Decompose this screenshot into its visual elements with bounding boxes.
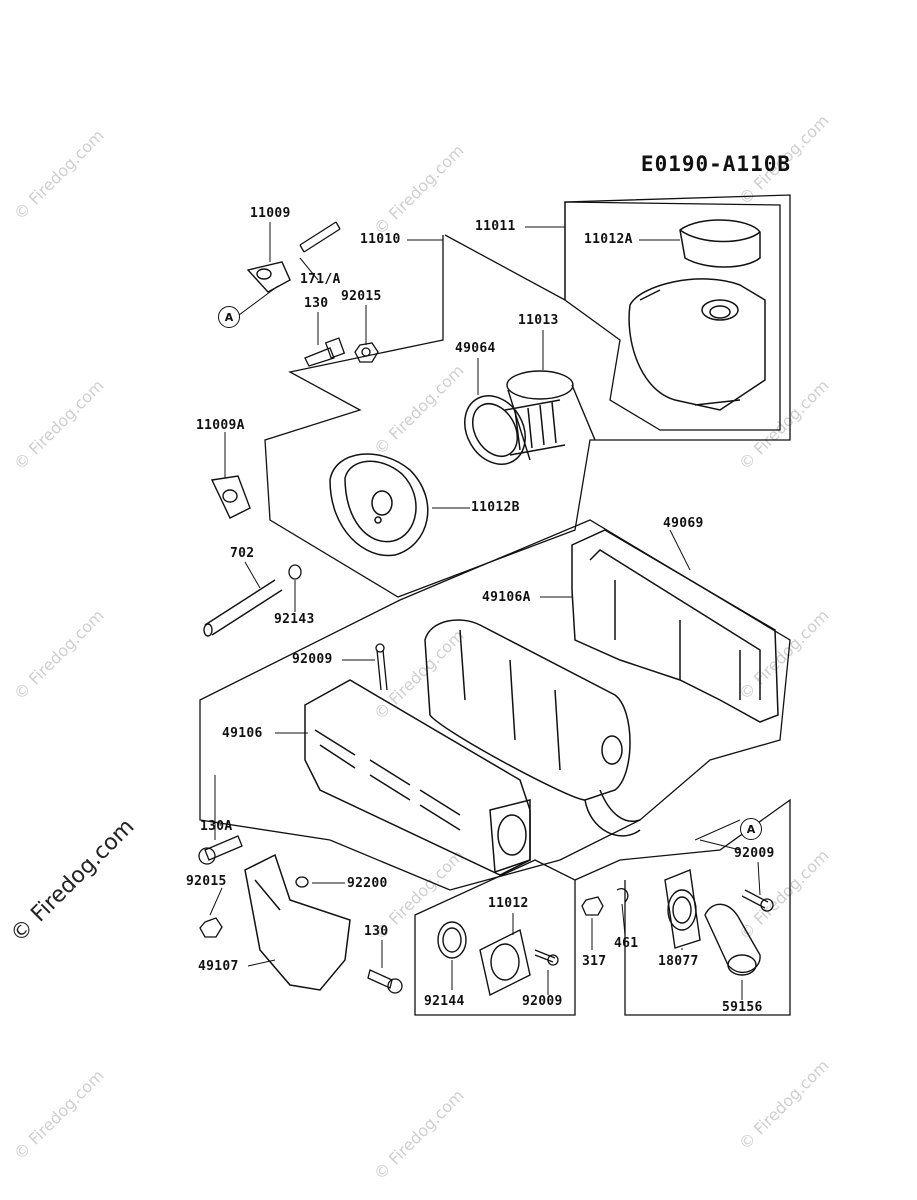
bolt-130-bottom [367,969,403,994]
part-label-49107: 49107 [198,959,239,974]
bolt-92009-right [741,889,774,912]
clip-461 [616,888,629,903]
part-label-18077: 18077 [658,954,699,969]
part-label-130-bottom: 130 [364,924,389,939]
guard-49107 [244,853,351,991]
leader-lines [209,222,761,1000]
part-label-92143: 92143 [274,612,315,627]
part-label-11010: 11010 [360,232,401,247]
reference-marker-a-right: A [740,818,762,840]
precleaner-11013 [506,370,596,461]
part-label-11009A: 11009A [196,418,245,433]
part-label-92009-right: 92009 [734,846,775,861]
part-label-317: 317 [582,954,607,969]
group-outline-bottom-right [574,798,791,1016]
nut-317 [581,896,604,916]
bolt-92009-mid [375,643,388,691]
muffler-cover-49106 [304,679,531,876]
muffler-49106A [424,619,641,837]
stud-171A [299,221,341,253]
part-label-92200: 92200 [347,876,388,891]
part-label-59156: 59156 [722,1000,763,1015]
bolt-130-top [304,337,346,367]
bolt-92009-low [534,949,559,966]
part-label-92009-mid: 92009 [292,652,333,667]
part-label-11012B: 11012B [471,500,520,515]
part-label-130-top: 130 [304,296,329,311]
part-label-92015-top: 92015 [341,289,382,304]
part-label-11009: 11009 [250,206,291,221]
part-label-49106: 49106 [222,726,263,741]
nut-92015-bottom [199,917,223,938]
part-label-130A: 130A [200,819,233,834]
group-outline-bottom-center [414,859,576,1016]
reference-marker-a-top: A [218,306,240,328]
part-label-702: 702 [230,546,255,561]
part-label-11013: 11013 [518,313,559,328]
part-label-49106A: 49106A [482,590,531,605]
cap-11012A [679,219,761,268]
part-label-11012: 11012 [488,896,529,911]
gasket-92144 [437,921,467,959]
nut-92015-top [354,342,379,363]
pipe-702 [203,579,283,637]
bolt-130A [198,835,243,865]
cover-11011 [628,278,766,411]
part-label-92015-bottom: 92015 [186,874,227,889]
part-label-171A: 171/A [300,272,341,287]
shield-49069 [571,529,779,723]
element-49064 [464,395,566,465]
plate-11012 [479,928,531,997]
part-label-49064: 49064 [455,341,496,356]
tailpipe-59156 [704,903,761,976]
part-label-92144: 92144 [424,994,465,1009]
part-label-461: 461 [614,936,639,951]
group-outline-muffler [199,519,791,891]
part-label-49069: 49069 [663,516,704,531]
part-label-92009-low: 92009 [522,994,563,1009]
part-label-11012A: 11012A [584,232,633,247]
hose-92143 [288,564,302,580]
washer-92200 [295,876,309,888]
gasket-11009A [210,475,251,519]
screen-18077 [664,869,701,949]
air-cleaner-base-11012B [329,453,429,557]
drawing-number: E0190-A110B [640,152,791,176]
group-outline-air-cleaner [264,194,791,598]
group-outline-cover [564,201,781,431]
part-label-11011: 11011 [475,219,516,234]
gasket-11009 [246,261,291,293]
